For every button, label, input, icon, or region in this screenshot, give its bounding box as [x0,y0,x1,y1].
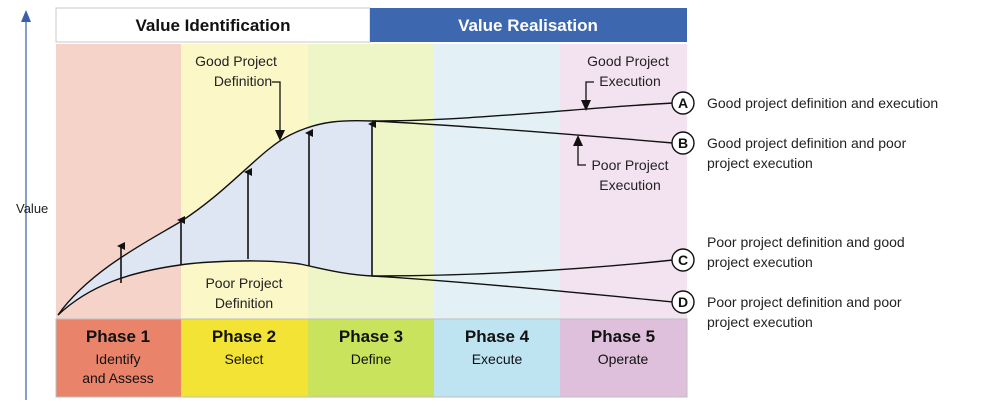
phase-3-title: Phase 3 [339,327,403,346]
good-execution-pointer [585,81,594,104]
phase-1-box [56,319,181,397]
outcome-b-text-line2: project execution [707,155,813,171]
outcome-line-b [371,120,674,144]
outcome-c-text-line1: Poor project definition and good [707,234,905,250]
good-definition-label-line2: Definition [214,73,272,89]
value-envelope-fill [58,120,372,315]
phase-4-title: Phase 4 [465,327,530,346]
phase-2-box [181,319,308,397]
value-axis-label: Value [16,201,48,216]
phase-5-band [560,44,687,319]
good-execution-label-line2: Execution [599,73,660,89]
phase-3-subtitle: Define [351,351,392,367]
outcome-marker-b-letter: B [678,135,688,151]
outcome-marker-a-letter: A [678,95,688,111]
poor-execution-pointer [577,140,586,166]
poor-execution-label-line2: Execution [599,177,660,193]
good-definition-label-line1: Good Project [195,53,277,69]
phase-4-box [434,319,560,397]
phase-4-band [434,44,560,319]
value-axis-arrow-icon [21,10,31,22]
header-right-label: Value Realisation [458,16,598,35]
outcome-marker-b [671,131,695,155]
phase-4-subtitle: Execute [472,351,523,367]
phase-5-title: Phase 5 [591,327,655,346]
outcome-a-text-line1: Good project definition and execution [707,95,938,111]
phase-1-subtitle-line1: Identify [95,351,140,367]
good-definition-curve [57,119,373,316]
good-execution-pointer-head-icon [581,100,591,111]
outcome-marker-d [671,290,695,314]
phase-1-subtitle-line2: and Assess [82,370,154,386]
phase-2-subtitle: Select [225,351,264,367]
header-value-identification [55,7,371,43]
phase-1-title: Phase 1 [86,327,150,346]
outcome-marker-d-letter: D [678,294,688,310]
outcome-marker-a [671,91,695,115]
good-execution-label-line1: Good Project [587,53,669,69]
phase-5-box [560,319,687,397]
phase-strip-border [55,318,688,398]
poor-definition-label-line1: Poor Project [205,275,282,291]
good-definition-pointer [272,81,281,135]
outcome-marker-c [671,248,695,272]
outcome-line-d [371,275,674,303]
header-value-realisation [370,8,687,42]
outcome-b-text-line1: Good project definition and poor [707,135,907,151]
phase-boxes [56,319,687,397]
poor-definition-curve [57,260,373,316]
outcome-line-a [371,102,674,122]
outcome-d-text-line2: project execution [707,314,813,330]
phase-5-subtitle: Operate [598,351,649,367]
poor-execution-label-line1: Poor Project [591,157,668,173]
poor-execution-pointer-head-icon [573,135,583,146]
header-left-label: Value Identification [136,16,291,35]
outcome-c-text-line2: project execution [707,254,813,270]
outcome-d-text-line1: Poor project definition and poor [707,294,902,310]
phase-2-title: Phase 2 [212,327,276,346]
outcome-line-c [371,259,674,277]
phase-3-box [308,319,434,397]
poor-definition-label-line2: Definition [215,295,273,311]
outcome-marker-c-letter: C [678,252,688,268]
good-definition-pointer-head-icon [275,130,285,141]
